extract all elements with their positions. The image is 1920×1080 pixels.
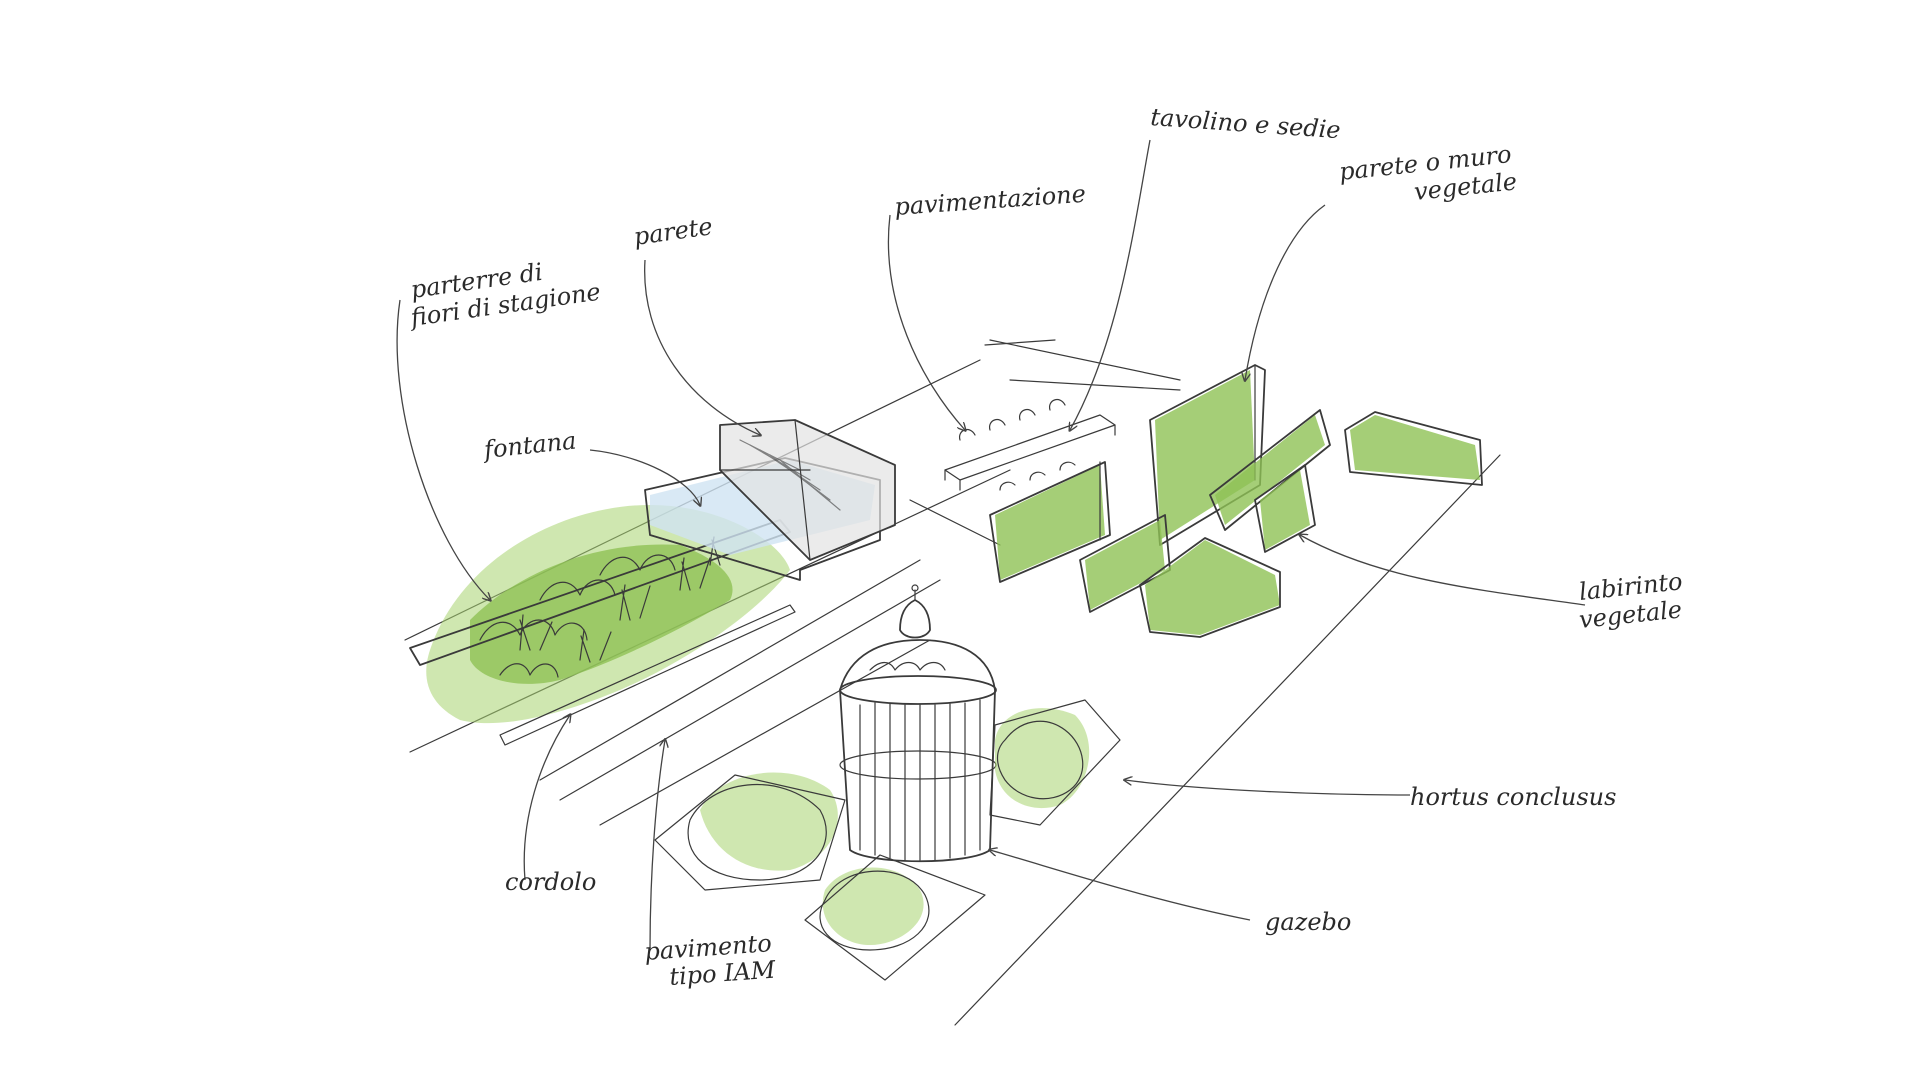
plot-right [989, 699, 1121, 826]
wall [719, 419, 896, 561]
green-wall-4 [989, 461, 1111, 583]
flower-bed [409, 505, 796, 746]
plot-left [654, 772, 846, 891]
leader-lines [396, 139, 1586, 951]
hortus-conclusus [654, 699, 1121, 981]
green-wall-3 [1254, 464, 1316, 553]
label-gazebo: gazebo [1265, 908, 1351, 936]
label-parete: parete [632, 212, 714, 251]
plant-maze [989, 364, 1483, 638]
gazebo [839, 584, 997, 863]
label-fontana: fontana [481, 426, 578, 464]
green-wall-6 [1139, 537, 1281, 638]
green-wall-2 [1209, 409, 1331, 531]
table-and-chairs [944, 398, 1116, 491]
green-wall-1 [1149, 364, 1266, 546]
label-tavolino: tavolino e sedie [1150, 103, 1342, 144]
label-hortus: hortus conclusus [1410, 783, 1616, 811]
label-cordolo: cordolo [505, 868, 596, 896]
label-pavimentazione: pavimentazione [893, 180, 1086, 221]
green-wall-7 [1344, 411, 1483, 486]
plot-bottom [804, 854, 986, 981]
